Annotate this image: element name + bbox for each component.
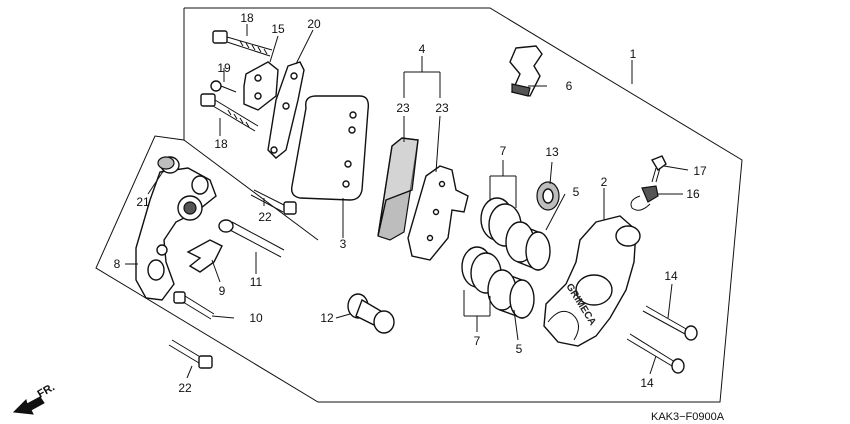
brake-pad-23-left <box>377 137 419 241</box>
piston-5-lower <box>487 269 535 319</box>
callout-4: 4 <box>419 42 426 56</box>
piston-5-upper <box>505 221 551 272</box>
callout-8: 8 <box>114 257 121 271</box>
brake-pad-23-right <box>407 165 469 261</box>
callout-6: 6 <box>566 79 573 93</box>
bolt-18-lower <box>200 93 259 132</box>
callout-5-upper: 5 <box>573 185 580 199</box>
retainer-9 <box>186 239 223 273</box>
pin-11 <box>218 219 285 258</box>
callout-14-upper: 14 <box>664 269 678 283</box>
boot-13 <box>536 181 560 211</box>
direction-label: FR. <box>36 381 57 400</box>
callout-18-lower: 18 <box>214 137 228 151</box>
callout-14-lower: 14 <box>640 376 654 390</box>
bolt-22-lower <box>168 339 213 369</box>
slide-pin-14-upper <box>642 305 698 341</box>
pad-shim-3 <box>290 95 370 201</box>
callout-12: 12 <box>320 311 334 325</box>
leader-lines <box>125 24 689 379</box>
callout-1: 1 <box>630 47 637 61</box>
callout-9: 9 <box>219 284 226 298</box>
callout-10: 10 <box>249 311 263 325</box>
plate-15 <box>243 61 279 111</box>
callout-21: 21 <box>136 195 150 209</box>
bleeder-cap-16 <box>630 185 659 211</box>
callout-17: 17 <box>693 164 707 178</box>
callout-5-lower: 5 <box>516 342 523 356</box>
callout-20: 20 <box>307 17 321 31</box>
figure-code: KAK3−F0900A <box>651 411 725 423</box>
bleeder-valve-17 <box>650 155 667 183</box>
bracket-8 <box>135 156 217 301</box>
callout-23-left: 23 <box>396 101 410 115</box>
bolt-10 <box>173 291 215 320</box>
callout-3: 3 <box>340 237 347 251</box>
bolt-18-upper <box>212 30 273 57</box>
callout-22-lower: 22 <box>178 381 192 395</box>
bolt-22-upper <box>250 189 297 215</box>
bolt-12 <box>347 293 395 334</box>
pad-spring-6 <box>509 45 543 97</box>
subassembly-divider <box>183 139 319 241</box>
assembly-outline <box>95 7 743 403</box>
boot-21 <box>157 156 175 170</box>
pin-19 <box>210 80 237 93</box>
callout-labels: 1 2 3 4 5 5 6 7 7 8 9 10 11 12 13 14 14 … <box>114 11 707 395</box>
callout-7-upper: 7 <box>500 144 507 158</box>
callout-2: 2 <box>601 175 608 189</box>
callout-13: 13 <box>545 145 559 159</box>
callout-16: 16 <box>686 187 700 201</box>
caliper-body-2: GRIMECA <box>543 215 641 347</box>
callout-15: 15 <box>271 22 285 36</box>
shim-20 <box>267 61 305 159</box>
slide-pin-14-lower <box>626 333 685 374</box>
callout-19: 19 <box>217 61 231 75</box>
callout-18-upper: 18 <box>240 11 254 25</box>
front-direction-arrow-icon: FR. <box>12 381 57 415</box>
callout-11: 11 <box>250 275 263 289</box>
callout-22-upper: 22 <box>258 210 272 224</box>
callout-23-right: 23 <box>435 101 449 115</box>
callout-7-lower: 7 <box>474 334 481 348</box>
